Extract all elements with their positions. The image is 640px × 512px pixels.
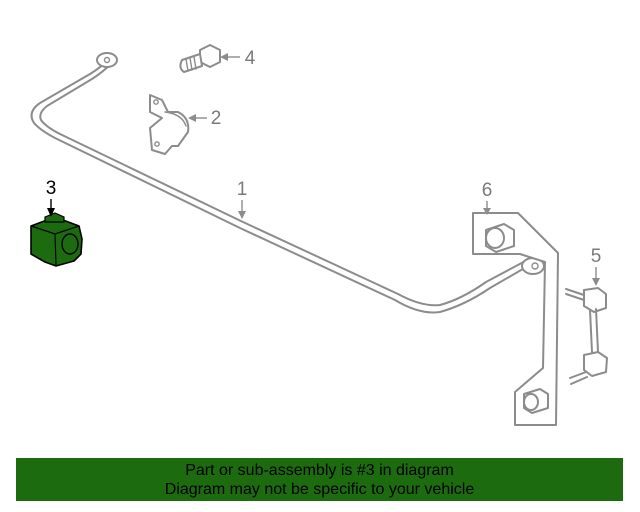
callout-2-arrowhead	[188, 114, 196, 122]
stabilizer-bushing-highlighted[interactable]	[30, 212, 83, 267]
diagram-notice-banner: Part or sub-assembly is #3 in diagram Di…	[16, 458, 623, 501]
callout-6-label: 6	[482, 180, 493, 201]
callout-4-arrowhead	[220, 53, 228, 61]
callout-6-arrowhead	[483, 208, 491, 215]
callout-1-arrowhead	[238, 211, 246, 219]
stabilizer-link[interactable]	[565, 287, 608, 385]
exploded-parts-diagram: 1 2 4 3	[30, 44, 608, 426]
callout-5-arrowhead	[592, 278, 600, 286]
callout-1-label: 1	[237, 179, 248, 200]
bolt[interactable]	[179, 44, 221, 73]
banner-part-reference-text: Part or sub-assembly is #3 in diagram	[185, 461, 454, 479]
callout-3-label: 3	[46, 178, 57, 199]
callout-5-label: 5	[591, 246, 602, 267]
banner-disclaimer-text: Diagram may not be specific to your vehi…	[164, 480, 475, 498]
callout-3-arrowhead	[47, 208, 55, 217]
callout-4-label: 4	[245, 48, 256, 69]
stabilizer-bar[interactable]	[30, 52, 545, 314]
mounting-bracket-plate[interactable]	[472, 212, 559, 426]
callout-2-label: 2	[211, 108, 222, 129]
bar-bracket[interactable]	[149, 94, 190, 155]
